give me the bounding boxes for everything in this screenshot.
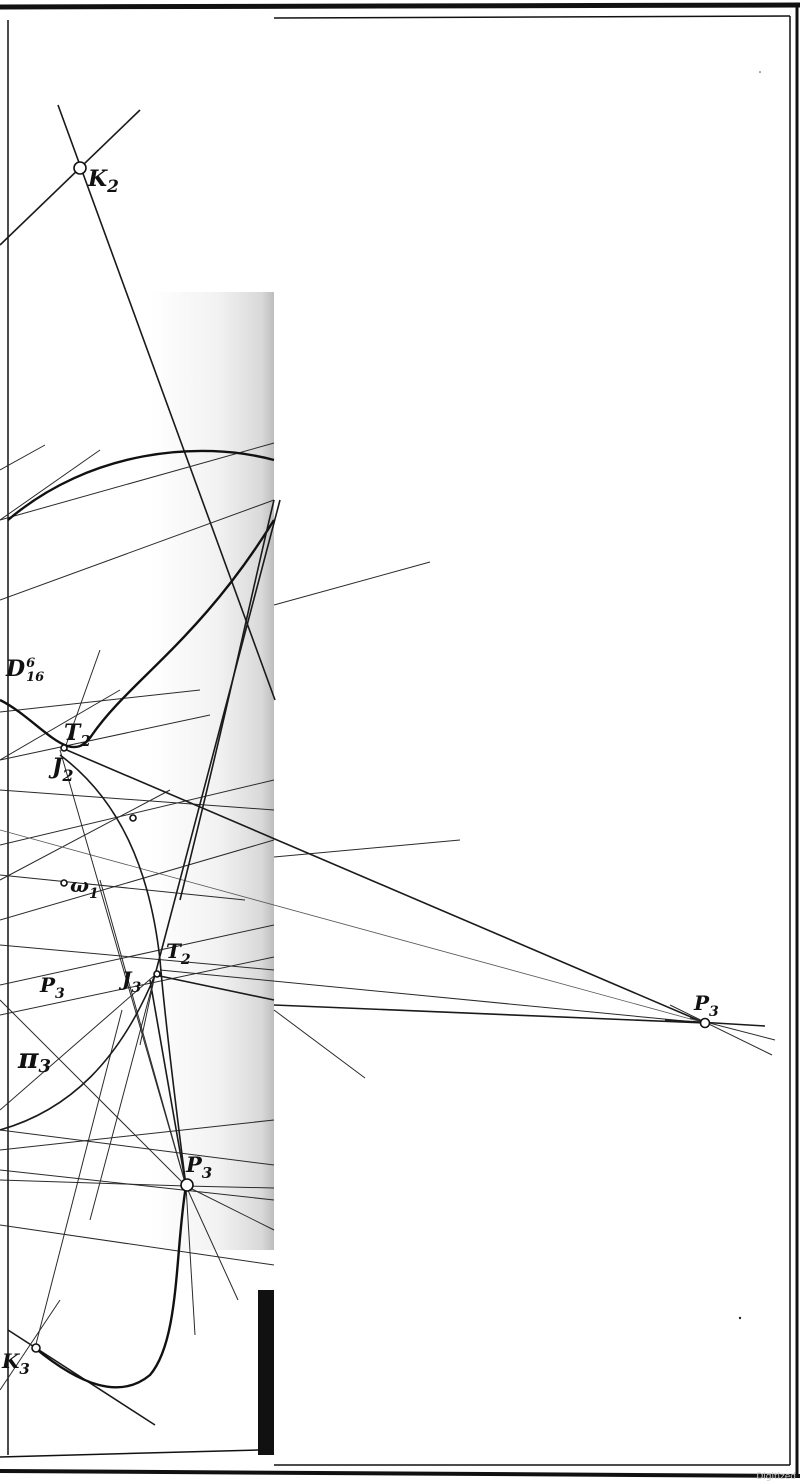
speck <box>738 1316 742 1320</box>
label-T2-lower: T2 <box>166 939 191 968</box>
point-P3-bottom <box>180 1178 194 1192</box>
label-K3: K3 <box>1 1349 30 1378</box>
label-P3-right: P3 <box>693 991 719 1020</box>
label-pi3: π3 <box>17 1042 51 1077</box>
point-P3-right <box>699 1017 711 1029</box>
label-P3-left: P3 <box>39 973 65 1002</box>
point-K3 <box>31 1343 41 1353</box>
label-J3: J3 <box>118 967 141 996</box>
curves <box>0 449 276 1389</box>
label-P3-bottom: P3 <box>185 1152 212 1182</box>
point-mid <box>129 814 137 822</box>
label-omega1: ω1 <box>70 873 99 902</box>
point-T2-upper <box>60 744 68 752</box>
point-J3 <box>153 970 161 978</box>
construction-points <box>31 161 711 1353</box>
point-K2 <box>73 161 87 175</box>
construction-lines <box>0 104 776 1426</box>
page-fold-edge <box>258 1290 274 1455</box>
label-J2: J2 <box>48 754 74 785</box>
label-K2: K2 <box>87 166 119 197</box>
watermark-text: Digitized <box>756 1472 796 1482</box>
point-omega1 <box>60 879 68 887</box>
label-T2-upper: T2 <box>64 720 91 750</box>
speck <box>759 71 761 73</box>
